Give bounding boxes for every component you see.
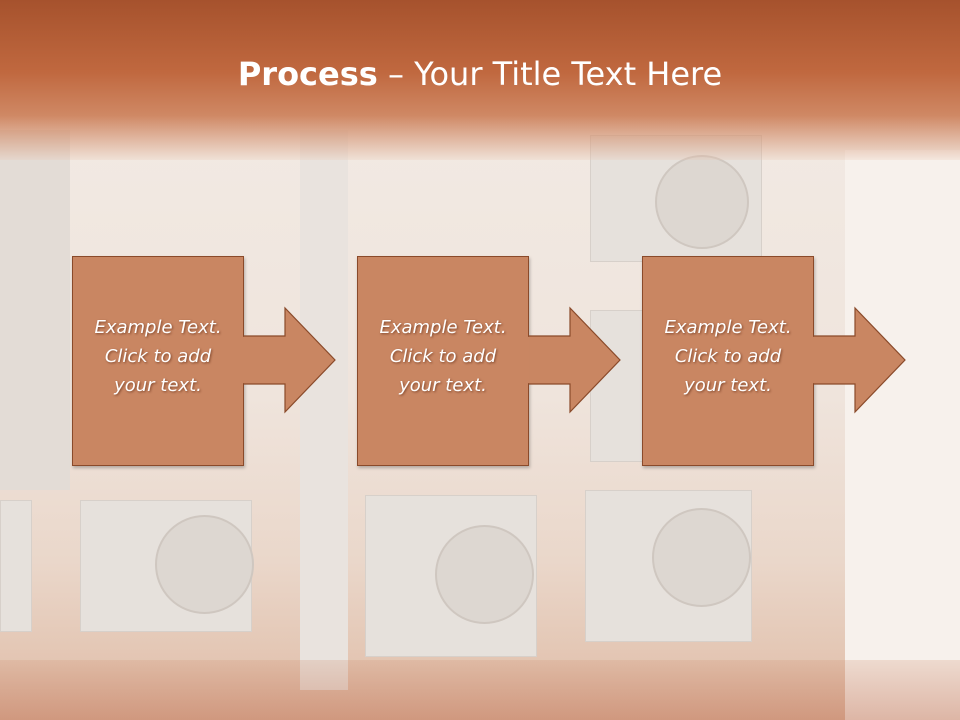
background-fan xyxy=(435,525,534,624)
step-text-line: Click to add xyxy=(674,346,782,367)
title-rest-text: – Your Title Text Here xyxy=(377,55,723,93)
step-text-line: Example Text. xyxy=(664,317,792,338)
background-fan xyxy=(652,508,751,607)
arrow-right-icon xyxy=(243,306,336,414)
step-text-line: your text. xyxy=(114,375,202,396)
background-ac-unit xyxy=(0,500,32,632)
process-step-2[interactable]: Example Text. Click to add your text. xyxy=(357,256,529,466)
background-floor xyxy=(0,660,960,720)
title-band xyxy=(0,0,960,160)
step-text[interactable]: Example Text. Click to add your text. xyxy=(649,313,807,400)
process-step-1[interactable]: Example Text. Click to add your text. xyxy=(72,256,244,466)
step-text-line: Example Text. xyxy=(94,317,222,338)
step-text-line: Click to add xyxy=(389,346,497,367)
step-text[interactable]: Example Text. Click to add your text. xyxy=(79,313,237,400)
arrow-right-icon xyxy=(813,306,906,414)
background-pillar xyxy=(845,150,960,720)
slide-title[interactable]: Process – Your Title Text Here xyxy=(0,52,960,96)
step-arrow-2[interactable] xyxy=(528,306,624,416)
process-step-3[interactable]: Example Text. Click to add your text. xyxy=(642,256,814,466)
step-text-line: your text. xyxy=(684,375,772,396)
background-wall xyxy=(0,130,70,490)
step-arrow-3[interactable] xyxy=(813,306,909,416)
step-box[interactable]: Example Text. Click to add your text. xyxy=(642,256,814,466)
step-box[interactable]: Example Text. Click to add your text. xyxy=(357,256,529,466)
step-arrow-1[interactable] xyxy=(243,306,339,416)
background-pillar xyxy=(300,130,348,690)
arrow-right-icon xyxy=(528,306,621,414)
title-bold-text: Process xyxy=(237,55,378,93)
step-text-line: Example Text. xyxy=(379,317,507,338)
step-text[interactable]: Example Text. Click to add your text. xyxy=(364,313,522,400)
background-fan xyxy=(155,515,254,614)
step-text-line: your text. xyxy=(399,375,487,396)
step-text-line: Click to add xyxy=(104,346,212,367)
background-fan xyxy=(655,155,749,249)
step-box[interactable]: Example Text. Click to add your text. xyxy=(72,256,244,466)
